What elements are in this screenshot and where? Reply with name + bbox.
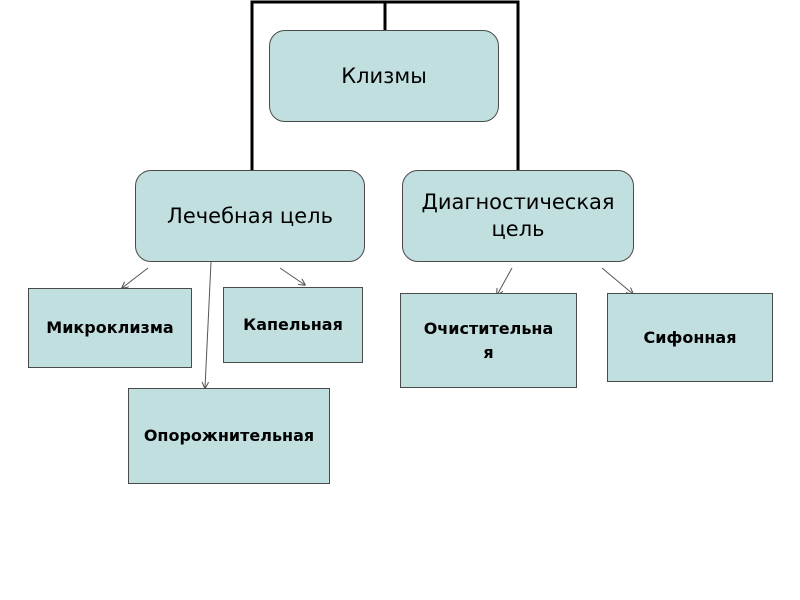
arrow-to-kapelnaya <box>279 267 305 285</box>
node-root-label: Клизмы <box>341 63 427 88</box>
node-sifonnaya-label: Сифонная <box>643 327 737 347</box>
node-diagnostic-goal-label: Диагностическая цель <box>421 190 615 241</box>
node-kapelnaya-label: Капельная <box>243 315 343 334</box>
node-ochistitelnaya: Очистительна я <box>400 293 577 388</box>
arrow-to-sifonnaya <box>601 267 633 294</box>
node-treatment-goal: Лечебная цель <box>135 170 365 262</box>
node-diagnostic-goal: Диагностическая цель <box>402 170 634 262</box>
arrow-to-ochistitelnaya <box>497 267 513 295</box>
node-mikroklizma-label: Микроклизма <box>46 318 174 337</box>
node-oporozhnitelnaya-label: Опорожнительная <box>143 426 315 445</box>
arrow-to-oporozhnitelnaya <box>205 261 212 388</box>
arrow-to-mikroklizma <box>122 267 149 288</box>
node-root: Клизмы <box>269 30 499 122</box>
node-mikroklizma: Микроклизма <box>28 288 192 368</box>
node-kapelnaya: Капельная <box>223 287 363 363</box>
node-treatment-goal-label: Лечебная цель <box>167 203 333 228</box>
node-ochistitelnaya-label: Очистительна я <box>423 318 554 362</box>
node-sifonnaya: Сифонная <box>607 293 773 382</box>
node-oporozhnitelnaya: Опорожнительная <box>128 388 330 484</box>
